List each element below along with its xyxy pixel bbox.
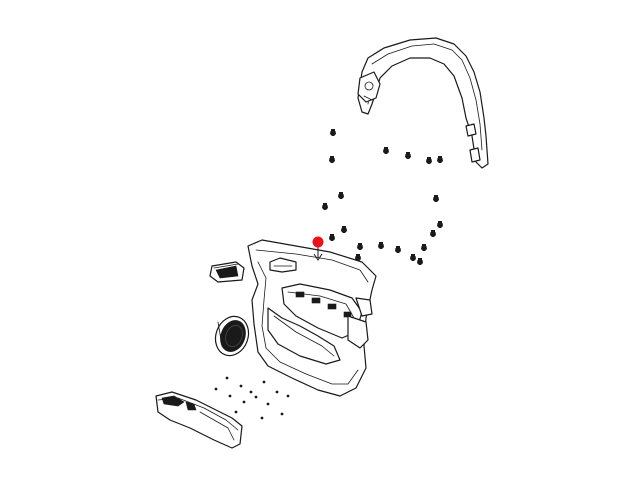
trim-clip xyxy=(437,156,443,163)
trim-clip xyxy=(437,221,443,228)
trim-clip xyxy=(322,203,328,210)
mounting-screw xyxy=(214,387,218,391)
mounting-screw xyxy=(225,376,229,380)
speaker-grille[interactable] xyxy=(210,312,254,361)
trim-clip xyxy=(417,258,423,265)
mounting-screw xyxy=(242,400,246,404)
trim-clip xyxy=(430,230,436,237)
callout-marker[interactable] xyxy=(312,236,324,261)
mirror-mount-bracket xyxy=(357,71,381,103)
mounting-screw xyxy=(254,395,258,399)
window-frame-trim[interactable] xyxy=(357,37,489,169)
mounting-screw xyxy=(280,412,284,416)
trim-clip xyxy=(330,129,336,136)
trim-clip xyxy=(395,246,401,253)
mounting-screw xyxy=(234,410,238,414)
trim-clip xyxy=(378,242,384,249)
mounting-screw xyxy=(286,394,290,398)
trim-clip xyxy=(338,192,344,199)
mounting-screw xyxy=(249,390,253,394)
trim-clip xyxy=(357,243,363,250)
mounting-screw xyxy=(275,390,279,394)
trim-clip xyxy=(341,226,347,233)
trim-clips xyxy=(322,129,443,265)
door-handle-bezel[interactable] xyxy=(209,261,245,283)
trim-clip xyxy=(433,195,439,202)
door-trim-panel[interactable] xyxy=(247,239,377,397)
trim-clip xyxy=(329,234,335,241)
armrest-switch-bezel[interactable] xyxy=(155,391,243,449)
trim-clip xyxy=(426,157,432,164)
trim-clip xyxy=(421,244,427,251)
mounting-screw xyxy=(228,394,232,398)
trim-clip xyxy=(405,152,411,159)
trim-clip xyxy=(383,147,389,154)
mounting-screw xyxy=(262,380,266,384)
mounting-screw xyxy=(266,402,270,406)
trim-clip xyxy=(410,254,416,261)
mounting-screw xyxy=(239,384,243,388)
trim-clip xyxy=(329,156,335,163)
mounting-screws xyxy=(214,376,290,420)
mounting-screw xyxy=(260,416,264,420)
